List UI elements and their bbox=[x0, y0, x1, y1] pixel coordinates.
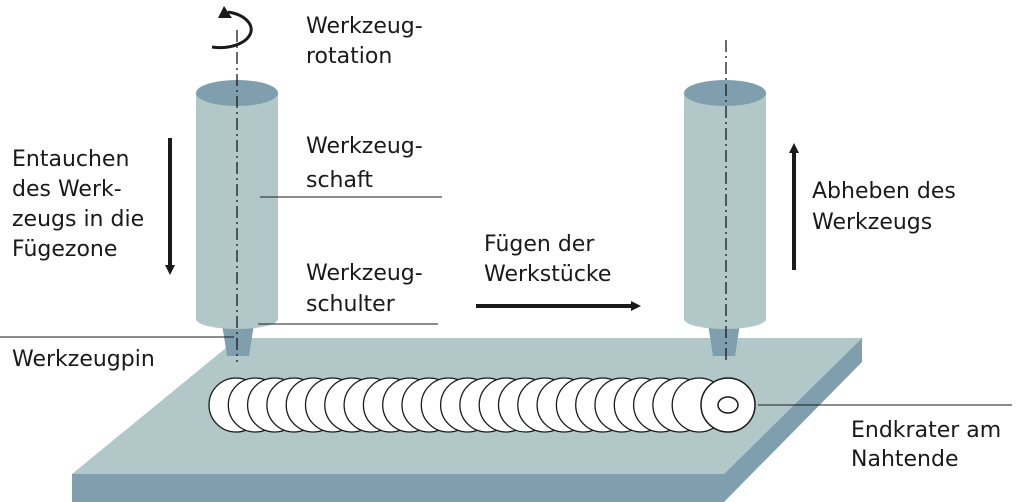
rotation-arrow-icon bbox=[211, 6, 253, 50]
label-tool-rotation: Werkzeug- rotation bbox=[306, 14, 430, 69]
tool-left-top bbox=[196, 80, 278, 106]
plate-front-face bbox=[72, 474, 724, 502]
label-end-crater: Endkrater am Nahtende bbox=[851, 418, 1008, 472]
tool-right bbox=[684, 80, 766, 356]
tool-right-pin bbox=[708, 324, 740, 356]
tool-right-top bbox=[684, 80, 766, 106]
label-joining: Fügen der Werkstücke bbox=[484, 232, 611, 287]
end-crater-hole bbox=[717, 396, 739, 414]
tool-left-pin bbox=[222, 324, 254, 356]
label-lift: Abheben des Werkzeugs bbox=[812, 179, 963, 235]
tool-right-bottom bbox=[684, 309, 766, 329]
label-plunge: Entauchen des Werk- zeugs in die Fügezon… bbox=[12, 147, 151, 262]
label-tool-pin: Werkzeugpin bbox=[12, 347, 155, 372]
weld-seam bbox=[208, 377, 727, 433]
label-tool-shoulder: Werkzeug- schulter bbox=[306, 261, 430, 317]
end-crater bbox=[700, 377, 756, 433]
plate-side-face bbox=[724, 338, 862, 502]
label-tool-shaft: Werkzeug- schaft bbox=[306, 134, 430, 193]
tool-right-shaft bbox=[684, 93, 766, 319]
